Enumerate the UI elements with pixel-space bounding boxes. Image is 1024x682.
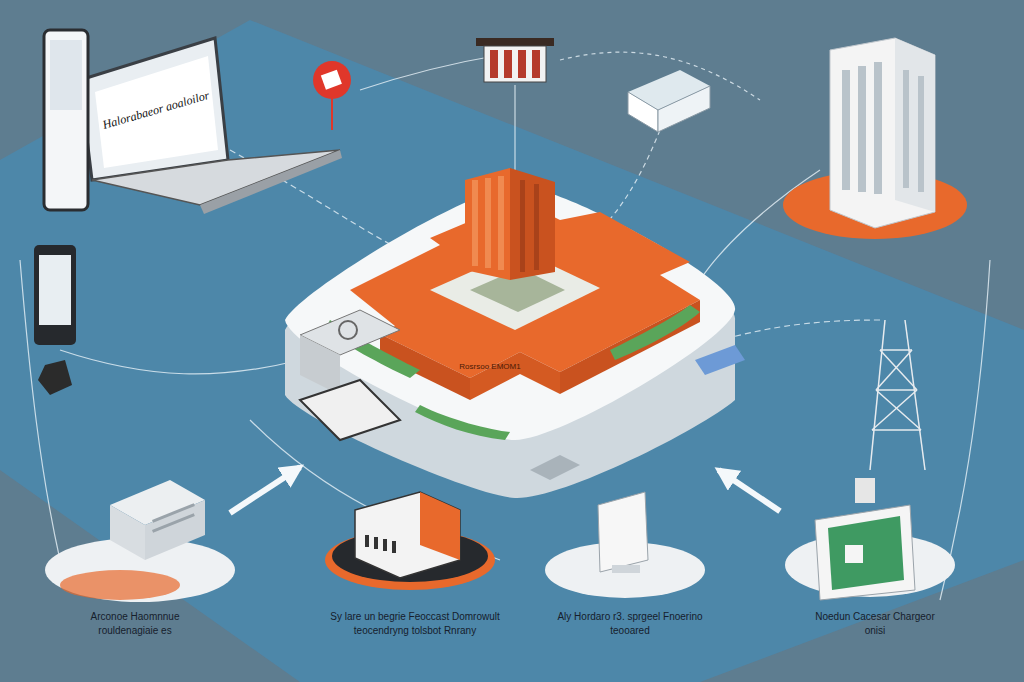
gate-building bbox=[476, 38, 554, 82]
island-caption: Aly Hordaro r3. sprgeel Fnoerino teooare… bbox=[555, 610, 705, 638]
platform-details bbox=[300, 310, 745, 480]
phone bbox=[34, 30, 88, 395]
hub-platform: Rosrsoo EMOM1 bbox=[300, 190, 720, 470]
orange-building bbox=[465, 168, 555, 280]
island-node: Aly Hordaro r3. sprgeel Fnoerino teooare… bbox=[540, 480, 720, 670]
radio-tower bbox=[870, 320, 925, 470]
flow-arrow bbox=[719, 470, 780, 511]
platform-label: Rosrsoo EMOM1 bbox=[458, 362, 522, 372]
network-wires bbox=[20, 52, 990, 600]
island-node: Arconoe Haomnnue rouldenagiaie es bbox=[40, 480, 230, 670]
location-pin bbox=[313, 61, 351, 130]
island-4 bbox=[785, 478, 955, 600]
island-2 bbox=[325, 492, 495, 590]
office-tower bbox=[783, 38, 967, 239]
island-caption: Sy lare un begrie Feoccast Domrowult teo… bbox=[330, 610, 500, 638]
island-node: Sy lare un begrie Feoccast Domrowult teo… bbox=[310, 480, 520, 670]
flow-arrow bbox=[230, 467, 300, 513]
water-band bbox=[0, 20, 1024, 682]
island-caption: Arconoe Haomnnue rouldenagiaie es bbox=[60, 610, 210, 638]
island-3 bbox=[545, 492, 705, 598]
island-1 bbox=[45, 480, 235, 602]
laptop bbox=[80, 38, 342, 214]
small-house bbox=[628, 0, 710, 132]
island-caption: Noedun Cacesar Chargeor onisi bbox=[810, 610, 940, 638]
island-node: Noedun Cacesar Chargeor onisi bbox=[780, 480, 970, 670]
